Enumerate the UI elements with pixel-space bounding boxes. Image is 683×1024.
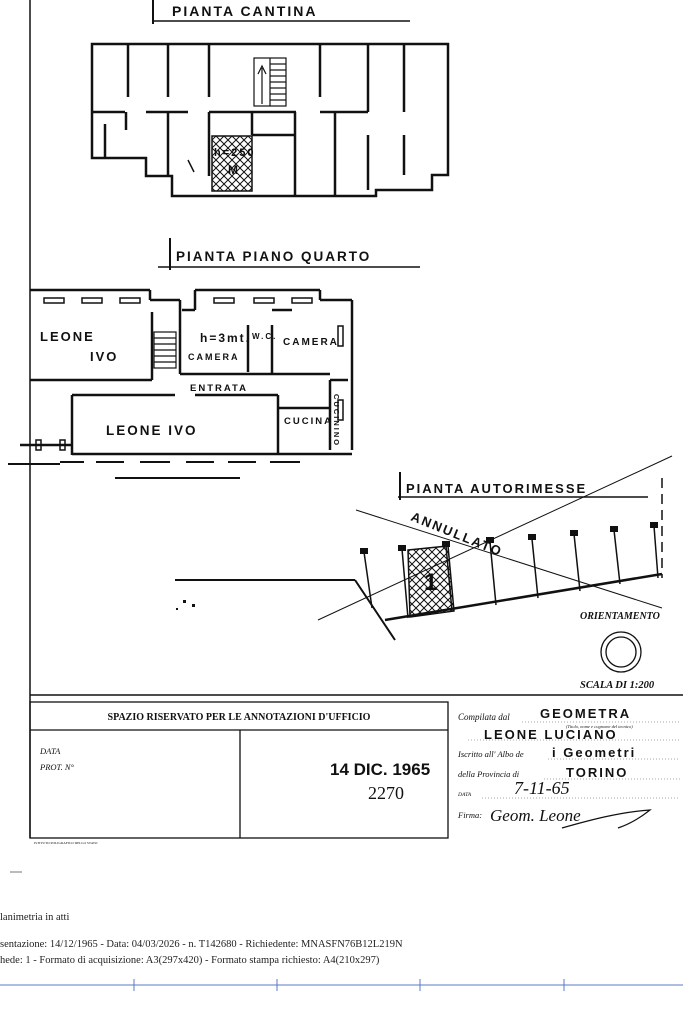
orientamento-label: ORIENTAMENTO [580, 611, 660, 622]
camera-label-1: CAMERA [188, 352, 240, 362]
provincia-value: TORINO [566, 765, 628, 780]
tecnico-name: LEONE LUCIANO [484, 727, 618, 742]
wc-label: W.C. [252, 332, 277, 341]
pianta-cantina: PIANTA CANTINA [90, 0, 450, 198]
printer-label: ISTITUTO POLIGRAFICO DELLO STATO [34, 841, 98, 845]
entrata-label: ENTRATA [190, 383, 248, 394]
office-annotation-box: SPAZIO RISERVATO PER LE ANNOTAZIONI D'UF… [29, 701, 449, 845]
autorimesse-title: PIANTA AUTORIMESSE [406, 481, 587, 496]
pianta-autorimesse: PIANTA AUTORIMESSE ANNULLATO [175, 455, 673, 691]
compilata-label: Compilata dal [458, 712, 510, 722]
compiler-data-value: 7-11-65 [514, 778, 570, 798]
firma-signature: Geom. Leone [490, 806, 581, 825]
compilata-subtitle: (Titolo, nome e cognome del tecnico) [566, 724, 633, 730]
compiler-block: Compilata dal GEOMETRA (Titolo, nome e c… [457, 706, 680, 829]
footer-line-3: hede: 1 - Formato di acquisizione: A3(29… [0, 955, 380, 966]
footer-line-2: sentazione: 14/12/1965 - Data: 04/03/202… [0, 939, 403, 950]
firma-label: Firma: [457, 810, 482, 820]
office-prot-number: 2270 [368, 783, 404, 803]
leone-ivo-label-1b: IVO [90, 349, 118, 364]
garage-box-number: 1 [424, 569, 439, 596]
camera-label-2: CAMERA [283, 337, 339, 348]
quarto-title: PIANTA PIANO QUARTO [176, 249, 371, 264]
leone-ivo-label-2: LEONE IVO [106, 423, 198, 438]
cucinino-label: CUCININO [332, 394, 341, 447]
garage-hatched-box [407, 545, 455, 618]
cantina-title: PIANTA CANTINA [172, 3, 317, 19]
cucina-label: CUCINA [284, 416, 333, 427]
office-stamp-date: 14 DIC. 1965 [330, 760, 430, 779]
compilata-value: GEOMETRA [540, 706, 631, 721]
height-label: h=3mt. [200, 331, 251, 345]
albo-value: i Geometri [552, 745, 636, 760]
office-box-header: SPAZIO RISERVATO PER LE ANNOTAZIONI D'UF… [108, 712, 371, 723]
cantina-hatched-cell [211, 135, 253, 192]
compass-icon [600, 631, 642, 673]
footer-line-1: lanimetria in atti [0, 912, 70, 923]
compiler-data-label: DATA [457, 792, 472, 798]
leone-ivo-label-1a: LEONE [40, 329, 95, 344]
albo-label: Iscritto all' Albo de [457, 749, 524, 759]
cantina-cell-label: h=250 [214, 147, 256, 159]
pianta-piano-quarto: PIANTA PIANO QUARTO [8, 238, 420, 479]
office-prot-label: PROT. N° [39, 762, 75, 772]
scala-label: SCALA DI 1:200 [580, 680, 655, 691]
office-data-label: DATA [39, 746, 61, 756]
cantina-cell-mark: M [228, 163, 240, 177]
provincia-label: della Provincia di [458, 769, 520, 779]
